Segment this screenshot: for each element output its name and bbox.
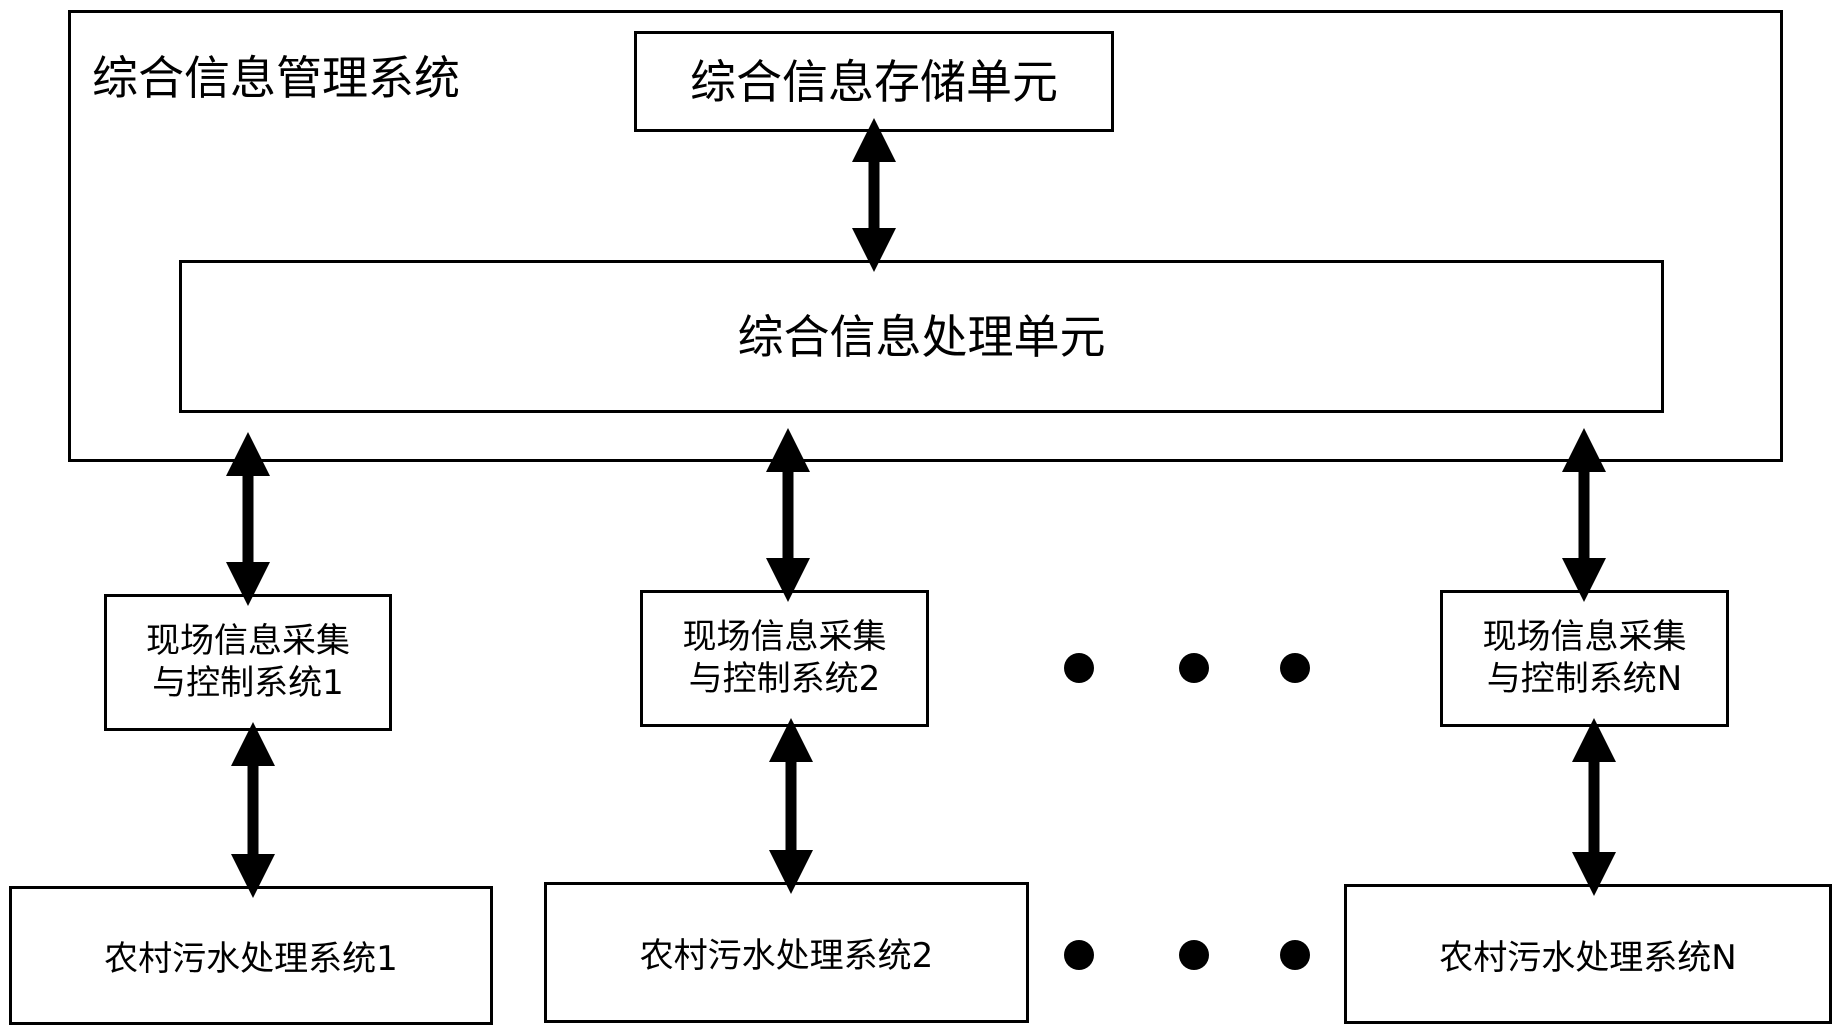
ellipsis-dot: [1179, 653, 1209, 683]
sewage-system-1-label: 农村污水处理系统1: [104, 939, 398, 979]
sewage-system-2-box: 农村污水处理系统2: [544, 882, 1029, 1023]
processing-unit-label: 综合信息处理单元: [737, 309, 1106, 364]
ellipsis-dot: [1280, 653, 1310, 683]
field-system-n-line1: 现场信息采集: [1482, 617, 1687, 658]
ellipsis-dot: [1064, 653, 1094, 683]
ellipsis-dot: [1280, 940, 1310, 970]
field-system-2-box: 现场信息采集 与控制系统2: [640, 590, 929, 727]
ellipsis-dot: [1179, 940, 1209, 970]
sewage-system-n-label: 农村污水处理系统N: [1439, 937, 1737, 978]
sewage-system-2-label: 农村污水处理系统2: [639, 936, 934, 976]
field-system-n-line2: 与控制系统N: [1486, 658, 1683, 699]
storage-unit-label: 综合信息存储单元: [690, 54, 1058, 109]
ellipsis-dot: [1064, 940, 1094, 970]
field-system-1-line1: 现场信息采集: [146, 621, 350, 662]
field-system-1-box: 现场信息采集 与控制系统1: [104, 594, 392, 731]
processing-unit-box: 综合信息处理单元: [179, 260, 1664, 413]
management-system-title: 综合信息管理系统: [92, 51, 460, 105]
field-system-n-box: 现场信息采集 与控制系统N: [1440, 590, 1729, 727]
field-system-2-line1: 现场信息采集: [682, 617, 887, 658]
field-system-1-line2: 与控制系统1: [152, 662, 344, 703]
field-system-2-line2: 与控制系统2: [688, 658, 881, 699]
sewage-system-n-box: 农村污水处理系统N: [1344, 884, 1832, 1024]
